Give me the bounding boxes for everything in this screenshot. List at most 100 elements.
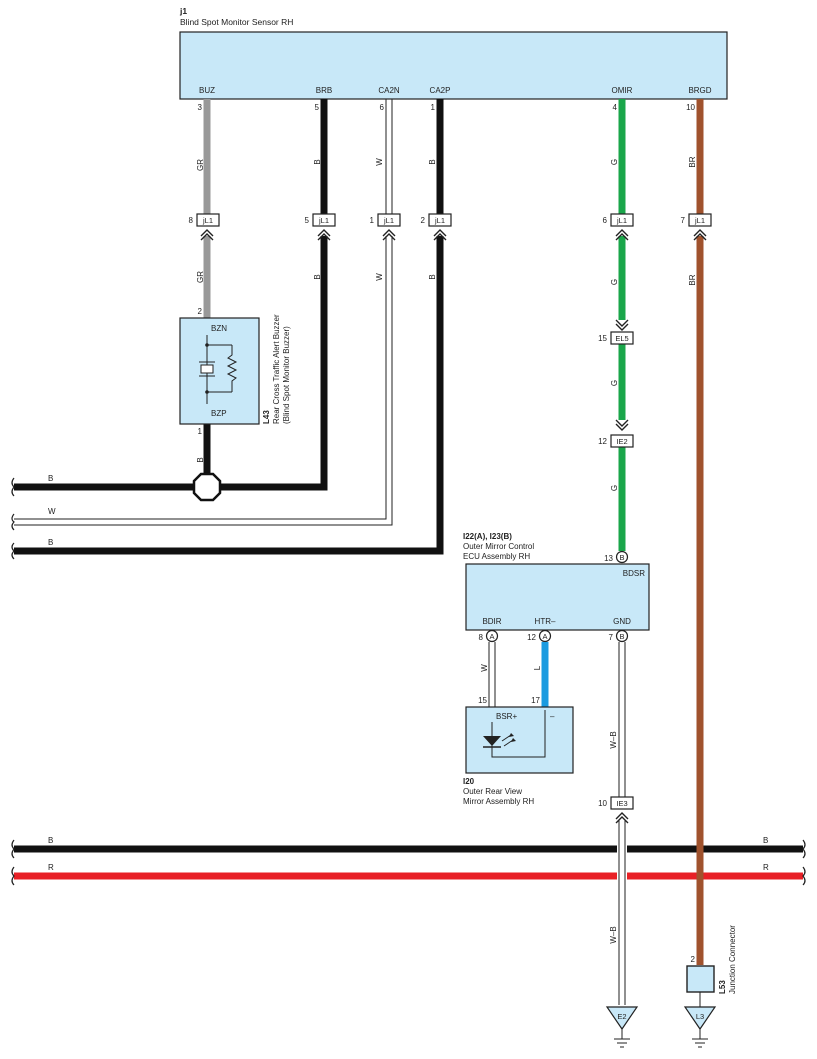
label-br-1: BR bbox=[688, 156, 697, 167]
jl1-conn-g: jL1 6 bbox=[603, 213, 634, 241]
sensor-pin-6: 6 bbox=[380, 103, 385, 112]
svg-text:I22(A), I23(B): I22(A), I23(B) bbox=[463, 532, 512, 541]
label-l-htr: L bbox=[533, 665, 542, 670]
svg-text:2: 2 bbox=[691, 955, 696, 964]
label-b-ca2p-1: B bbox=[428, 159, 437, 164]
svg-text:Mirror Assembly RH: Mirror Assembly RH bbox=[463, 797, 534, 806]
svg-text:A: A bbox=[489, 632, 494, 641]
sensor-term-buz: BUZ bbox=[199, 86, 215, 95]
svg-text:B: B bbox=[619, 553, 624, 562]
sensor-term-brgd: BRGD bbox=[688, 86, 711, 95]
svg-text:1: 1 bbox=[370, 216, 375, 225]
label-gr-1: GR bbox=[196, 159, 205, 171]
jl1-conn-b2: jL1 2 bbox=[421, 213, 452, 241]
jl1-conn-b1: jL1 5 bbox=[305, 213, 336, 241]
wire-wb-gnd bbox=[618, 642, 626, 1005]
sensor-box bbox=[179, 31, 728, 100]
label-w-2: W bbox=[375, 273, 384, 281]
sensor-pin-1: 1 bbox=[431, 103, 436, 112]
label-b-brb-1: B bbox=[313, 159, 322, 164]
svg-text:1: 1 bbox=[198, 427, 203, 436]
svg-text:7: 7 bbox=[681, 216, 686, 225]
label-g-3: G bbox=[610, 380, 619, 386]
svg-text:I20: I20 bbox=[463, 777, 475, 786]
connector-ie3: IE3 10 bbox=[598, 796, 634, 824]
label-b-bus1: B bbox=[48, 474, 53, 483]
connector-el5: EL5 15 bbox=[598, 319, 634, 345]
svg-text:15: 15 bbox=[478, 696, 487, 705]
svg-text:jL1: jL1 bbox=[202, 216, 213, 225]
wire-b-ca2p-lower bbox=[14, 236, 444, 555]
splice-point bbox=[192, 472, 222, 502]
svg-text:–: – bbox=[550, 712, 555, 721]
svg-text:5: 5 bbox=[305, 216, 310, 225]
label-gr-2: GR bbox=[196, 271, 205, 283]
svg-text:ECU Assembly RH: ECU Assembly RH bbox=[463, 552, 530, 561]
svg-text:12: 12 bbox=[527, 633, 536, 642]
sensor-term-omir: OMIR bbox=[612, 86, 633, 95]
sensor-code: j1 bbox=[179, 6, 187, 16]
svg-text:jL1: jL1 bbox=[616, 216, 627, 225]
svg-text:A: A bbox=[542, 632, 547, 641]
svg-text:L3: L3 bbox=[696, 1012, 704, 1021]
svg-text:HTR–: HTR– bbox=[535, 617, 556, 626]
svg-text:jL1: jL1 bbox=[383, 216, 394, 225]
sensor-name: Blind Spot Monitor Sensor RH bbox=[180, 17, 293, 27]
svg-text:12: 12 bbox=[598, 437, 607, 446]
label-w-bus: W bbox=[48, 507, 56, 516]
ground-l3: L3 bbox=[683, 1006, 717, 1048]
svg-text:7: 7 bbox=[609, 633, 614, 642]
sensor-term-brb: BRB bbox=[316, 86, 332, 95]
svg-text:2: 2 bbox=[198, 307, 203, 316]
ecu-outer-mirror-control: I22(A), I23(B) Outer Mirror Control ECU … bbox=[463, 532, 650, 643]
svg-text:10: 10 bbox=[598, 799, 607, 808]
buzzer-l43: 2 BZN BZP 1 L43 Rear Cross Traffic Alert… bbox=[179, 307, 291, 436]
svg-text:2: 2 bbox=[421, 216, 426, 225]
crossover-wb-b bbox=[617, 844, 627, 854]
label-wb-2: W–B bbox=[609, 926, 618, 943]
svg-text:13: 13 bbox=[604, 554, 613, 563]
svg-text:Outer Rear View: Outer Rear View bbox=[463, 787, 522, 796]
svg-text:Junction Connector: Junction Connector bbox=[728, 925, 737, 994]
svg-text:15: 15 bbox=[598, 334, 607, 343]
svg-text:BSR+: BSR+ bbox=[496, 712, 517, 721]
wire-w-bdir bbox=[488, 642, 496, 707]
break-marks bbox=[11, 477, 806, 886]
svg-text:EL5: EL5 bbox=[615, 334, 628, 343]
svg-text:BDIR: BDIR bbox=[482, 617, 501, 626]
connector-jl1-row: jL1 8 jL1 5 jL1 1 jL1 2 jL1 6 bbox=[189, 213, 712, 241]
label-g-2: G bbox=[610, 279, 619, 285]
svg-text:jL1: jL1 bbox=[318, 216, 329, 225]
svg-text:BZP: BZP bbox=[211, 409, 227, 418]
label-w-1: W bbox=[375, 158, 384, 166]
svg-text:8: 8 bbox=[189, 216, 194, 225]
label-b-ca2p-2: B bbox=[428, 274, 437, 279]
sensor-pin-5: 5 bbox=[315, 103, 320, 112]
sensor-term-ca2p: CA2P bbox=[430, 86, 451, 95]
mirror-i20: 15 17 BSR+ – I20 Outer Rear View Mirror … bbox=[463, 696, 574, 806]
crossover-wb-r bbox=[617, 871, 627, 881]
svg-text:IE2: IE2 bbox=[616, 437, 627, 446]
label-b-buzzer: B bbox=[196, 457, 205, 462]
label-r-lower-left: R bbox=[48, 863, 54, 872]
sensor-pin-10: 10 bbox=[686, 103, 695, 112]
label-br-2: BR bbox=[688, 274, 697, 285]
svg-text:L43: L43 bbox=[262, 410, 271, 424]
label-b-lower-left: B bbox=[48, 836, 53, 845]
ground-e2: E2 bbox=[605, 1006, 639, 1048]
jl1-conn-br: jL1 7 bbox=[681, 213, 712, 241]
svg-text:8: 8 bbox=[479, 633, 484, 642]
svg-text:BDSR: BDSR bbox=[623, 569, 645, 578]
label-g-1: G bbox=[610, 159, 619, 165]
wire-w-ca2n bbox=[14, 99, 393, 526]
label-w-bdir: W bbox=[480, 664, 489, 672]
svg-text:jL1: jL1 bbox=[434, 216, 445, 225]
sensor-pin-3: 3 bbox=[198, 103, 203, 112]
label-b-bus2: B bbox=[48, 538, 53, 547]
svg-text:6: 6 bbox=[603, 216, 608, 225]
label-r-lower-right: R bbox=[763, 863, 769, 872]
label-wb-1: W–B bbox=[609, 731, 618, 748]
sensor-pin-4: 4 bbox=[613, 103, 618, 112]
sensor-term-ca2n: CA2N bbox=[378, 86, 400, 95]
